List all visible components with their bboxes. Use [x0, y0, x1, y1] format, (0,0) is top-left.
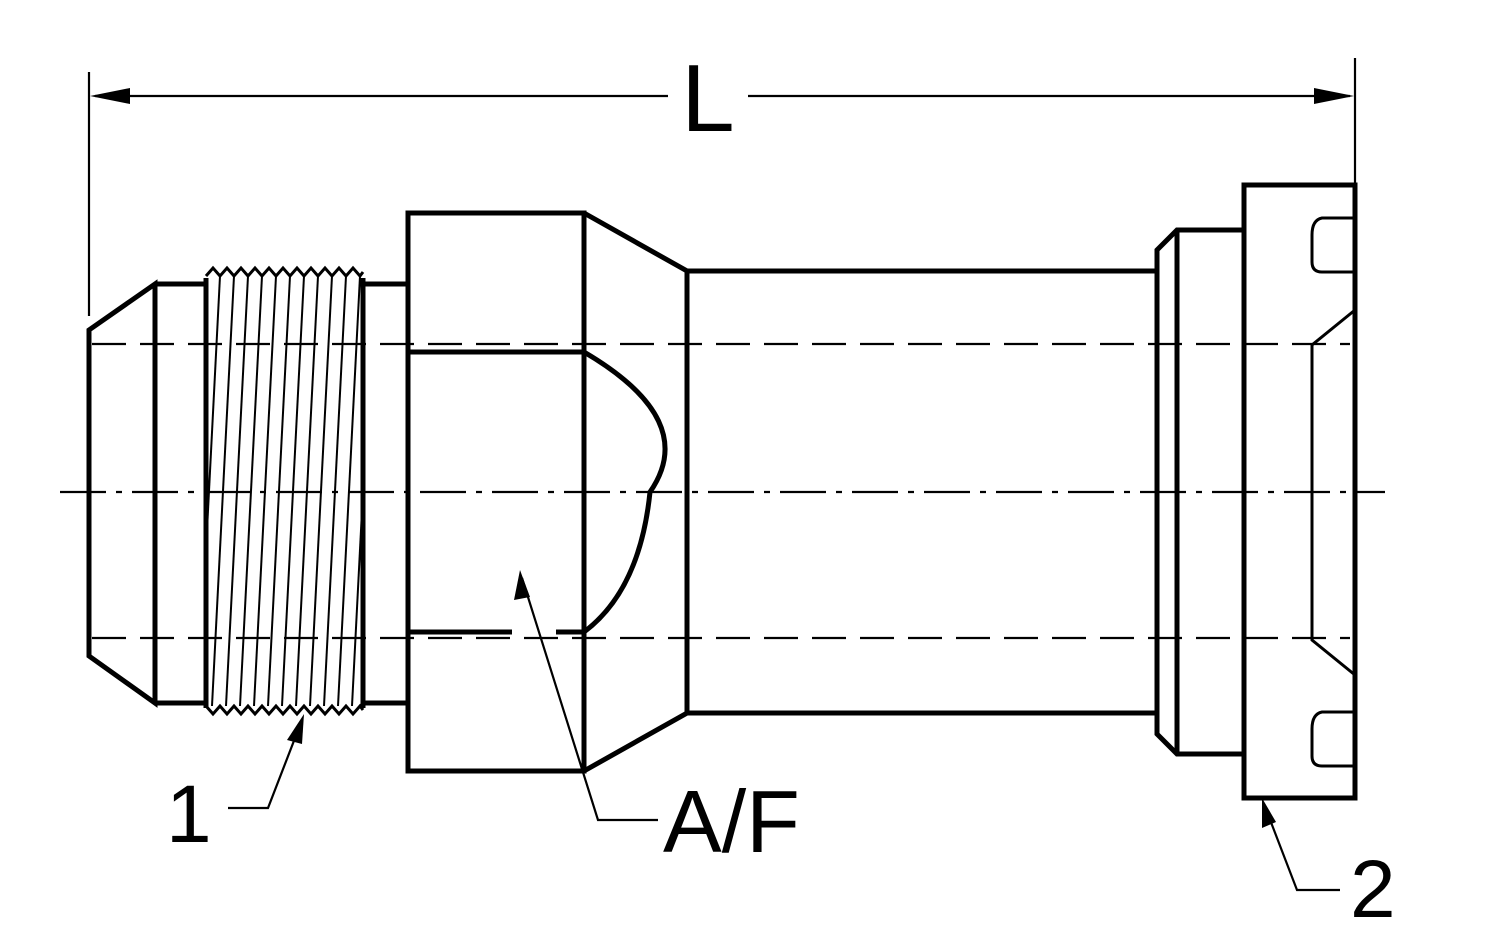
hex-body [405, 210, 690, 774]
length-label: L [681, 45, 734, 152]
thread-line [205, 275, 221, 550]
thread-line [211, 275, 235, 707]
left-arrowhead [90, 88, 130, 104]
label-2: 2 [1350, 844, 1396, 935]
af-label: A/F [663, 772, 800, 871]
threaded-section [203, 265, 408, 717]
thread-line [309, 275, 333, 707]
thread-line [295, 275, 319, 707]
length-dimension: L [87, 45, 1357, 316]
thread-lines [205, 275, 364, 707]
leader-2: 2 [1262, 798, 1396, 935]
thread-line [351, 490, 364, 707]
swivel-nut [1154, 182, 1358, 801]
flare-nose [86, 279, 206, 708]
leader-1: 1 [166, 714, 304, 860]
right-arrowhead [1314, 88, 1354, 104]
thread-line [323, 275, 347, 707]
thread-line [267, 275, 291, 707]
thread-line [281, 275, 305, 707]
label-1: 1 [166, 769, 212, 860]
tube-body [687, 268, 1157, 716]
thread-line [225, 275, 249, 707]
thread-line [253, 275, 277, 707]
thread-line [337, 275, 361, 707]
af-leader: A/F [514, 570, 800, 871]
thread-line [239, 275, 263, 707]
